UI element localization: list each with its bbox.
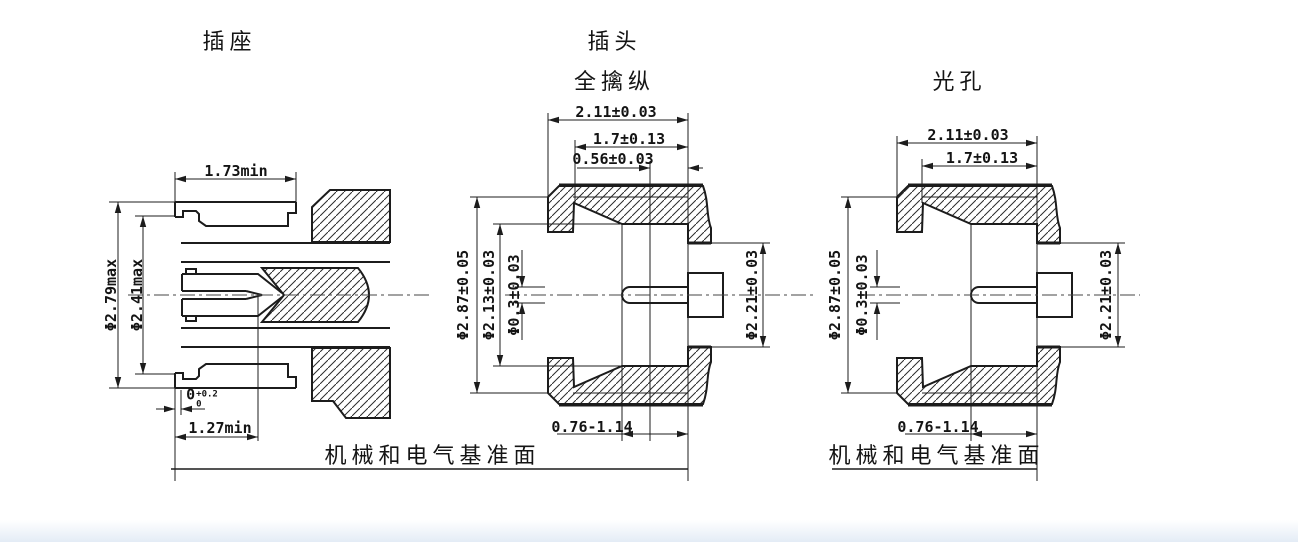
- subtitle-smooth-bore: 光孔: [932, 70, 987, 95]
- dim-fd-outer-dia: Φ2.87±0.05: [454, 249, 472, 341]
- dim-socket-contact-depth: 1.27min: [188, 419, 252, 437]
- dim-sb-outer-dia: Φ2.87±0.05: [826, 249, 844, 341]
- plug-full-detent-drawing: [470, 113, 770, 481]
- reference-plane-label-1: 机械和电气基准面: [324, 444, 541, 469]
- dim-sb-bore-depth: 1.7±0.13: [945, 149, 1019, 167]
- reference-plane-label-2: 机械和电气基准面: [828, 444, 1045, 469]
- socket-shell-outline: [174, 201, 390, 389]
- plug-sb-wall-top: [896, 185, 1061, 244]
- dim-fd-bore-dia: Φ2.13±0.03: [480, 249, 498, 341]
- dim-socket-outer-dia: Φ2.79max: [102, 258, 120, 332]
- dim-fd-pin-dia: Φ0.3±0.03: [505, 254, 523, 336]
- socket-rear-block-top: [311, 189, 391, 243]
- page-bottom-tint: [0, 520, 1298, 542]
- plug-smooth-bore-drawing: [841, 136, 1125, 481]
- plug-fd-feature-lines: [573, 161, 688, 441]
- plug-fd-dimension-lines: [470, 113, 770, 481]
- plug-sb-feature-lines: [922, 196, 1037, 441]
- dim-sb-pin-dia: Φ0.3±0.03: [853, 254, 871, 336]
- socket-rear-block-bottom: [311, 347, 391, 419]
- dim-sb-pin-setback: 0.76-1.14: [897, 418, 979, 436]
- plug-sb-heavy-edges: [908, 183, 1060, 407]
- dim-fd-overall-length: 2.11±0.03: [575, 103, 657, 121]
- title-socket: 插座: [202, 30, 257, 55]
- dim-socket-inner-dia: Φ2.41max: [128, 258, 146, 332]
- dim-fd-bore-depth: 1.7±0.13: [592, 130, 666, 148]
- plug-sb-dimension-lines: [841, 136, 1125, 481]
- dim-socket-bore-depth: 1.73min: [204, 162, 268, 180]
- plug-sb-wall-bottom: [896, 346, 1061, 405]
- plug-fd-wall-top: [547, 185, 712, 244]
- title-plug: 插头: [587, 30, 642, 55]
- dim-sb-overall-length: 2.11±0.03: [927, 126, 1009, 144]
- dim-sb-recess-dia: Φ2.21±0.03: [1097, 249, 1115, 341]
- dim-fd-detent-depth: 0.56±0.03: [572, 150, 654, 168]
- dim-fd-recess-dia: Φ2.21±0.03: [743, 249, 761, 341]
- dim-fd-pin-setback: 0.76-1.14: [551, 418, 633, 436]
- subtitle-full-detent: 全擒纵: [573, 70, 656, 95]
- plug-fd-wall-bottom: [547, 346, 712, 405]
- plug-fd-heavy-edges: [559, 183, 711, 407]
